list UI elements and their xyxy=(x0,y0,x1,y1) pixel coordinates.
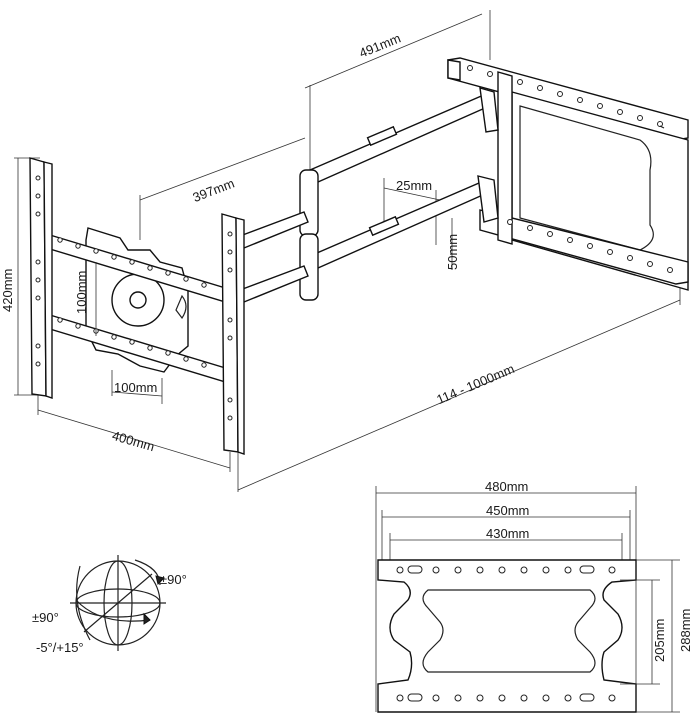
rotation-globe: ±90° ±90° -5°/+15° xyxy=(32,555,187,655)
dimension-491: 491mm xyxy=(304,10,491,180)
label-wall-480: 480mm xyxy=(485,479,528,494)
label-397: 397mm xyxy=(191,175,237,205)
dimension-range: 114 - 1000mm xyxy=(237,270,681,492)
dimension-420: 420mm xyxy=(0,157,40,396)
label-400: 400mm xyxy=(110,428,156,454)
label-inner-vertical: 100mm xyxy=(74,271,89,314)
label-inner-horizontal: 100mm xyxy=(114,380,157,395)
label-420: 420mm xyxy=(0,269,15,312)
dimension-25: 25mm xyxy=(383,178,441,245)
wall-plate-front: 480mm 450mm 430mm 2 xyxy=(375,479,693,713)
label-wall-205: 205mm xyxy=(652,619,667,662)
label-wall-288: 288mm xyxy=(678,609,693,652)
label-swivel: ±90° xyxy=(32,610,59,625)
wall-plate-iso xyxy=(447,57,689,291)
dimension-400: 400mm xyxy=(37,395,231,472)
label-wall-430: 430mm xyxy=(486,526,529,541)
dimension-50: 50mm xyxy=(445,218,460,270)
label-tilt: -5°/+15° xyxy=(36,640,84,655)
label-wall-450: 450mm xyxy=(486,503,529,518)
label-491: 491mm xyxy=(357,30,403,60)
label-rotate: ±90° xyxy=(160,572,187,587)
label-50: 50mm xyxy=(445,234,460,270)
label-25: 25mm xyxy=(396,178,432,193)
label-range: 114 - 1000mm xyxy=(434,361,516,407)
tv-bracket: 100mm 100mm xyxy=(29,157,245,455)
